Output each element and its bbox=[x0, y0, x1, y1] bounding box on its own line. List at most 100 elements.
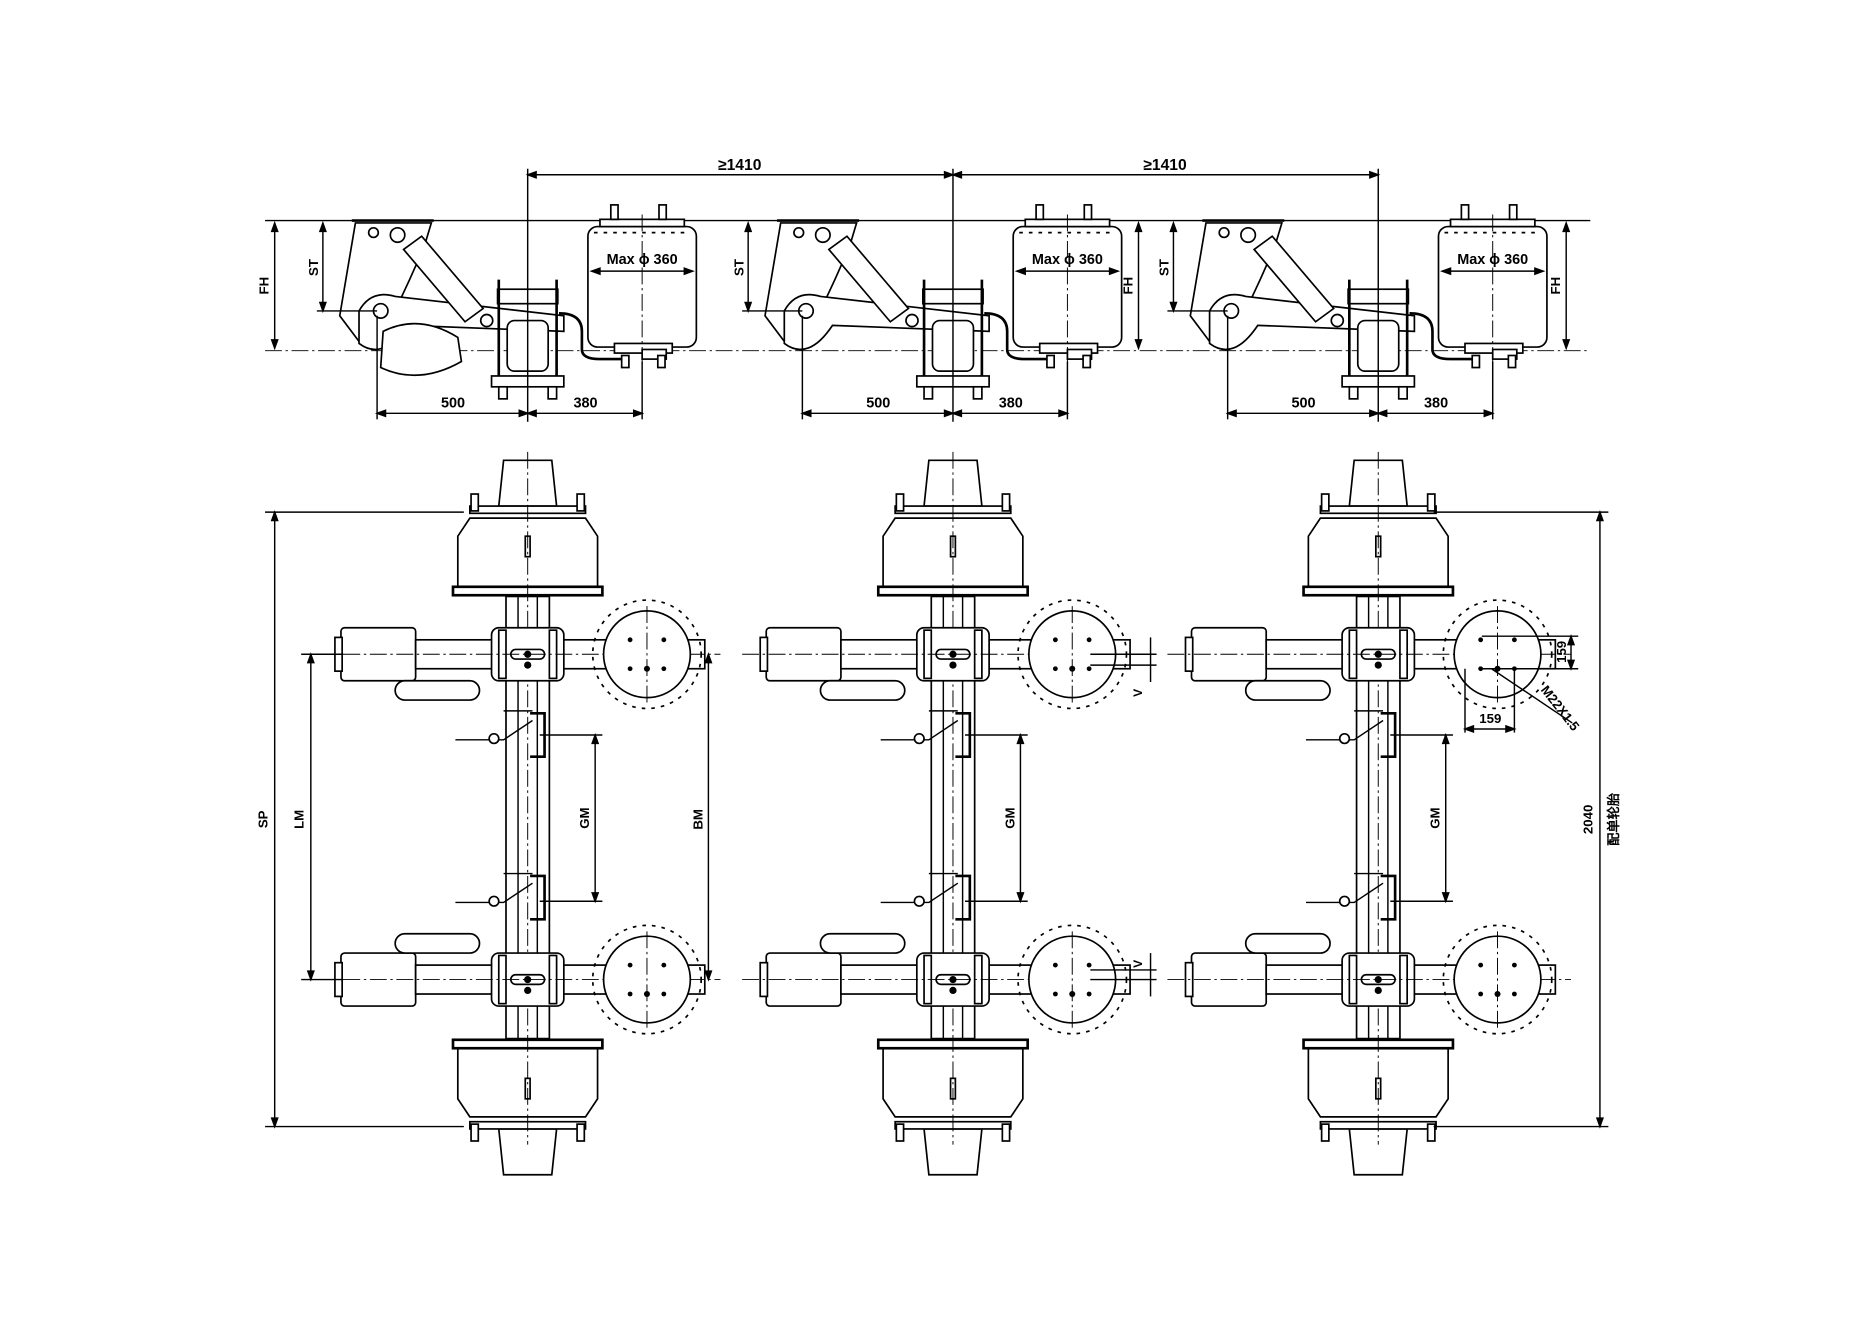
arrow-icon bbox=[1369, 409, 1381, 418]
arrow-icon bbox=[1441, 732, 1450, 745]
arrow-icon bbox=[1562, 339, 1571, 351]
nut-icon bbox=[1471, 354, 1481, 369]
arrow-icon bbox=[1225, 409, 1237, 418]
bolt-icon bbox=[913, 895, 925, 907]
brake-chamber bbox=[379, 322, 463, 377]
bolt-hole-icon bbox=[1478, 666, 1484, 672]
beam-assembly-lower bbox=[1167, 924, 1572, 1035]
air-fitting-icon bbox=[1035, 204, 1045, 221]
nut-icon bbox=[1348, 385, 1359, 400]
nut-icon bbox=[497, 385, 509, 400]
arrow-icon bbox=[591, 892, 600, 904]
arrow-icon bbox=[270, 1117, 279, 1129]
nut-icon bbox=[1507, 354, 1517, 369]
bolt-hole-icon bbox=[661, 666, 667, 672]
bolt-icon bbox=[524, 650, 532, 658]
arrow-icon bbox=[589, 267, 601, 276]
brake-cylinder bbox=[394, 679, 481, 701]
arrow-icon bbox=[950, 170, 963, 179]
beam-assembly-upper bbox=[742, 599, 1146, 710]
beam-assembly-upper bbox=[316, 599, 721, 710]
arrow-icon bbox=[525, 170, 537, 179]
bolt-icon bbox=[1374, 650, 1382, 658]
bolt-icon bbox=[389, 226, 406, 244]
slack-adjuster bbox=[455, 719, 533, 741]
arrow-icon bbox=[374, 409, 387, 418]
arrow-icon bbox=[950, 409, 963, 418]
arrow-icon bbox=[1566, 634, 1576, 646]
bolt-hole-icon bbox=[1052, 666, 1058, 672]
bolt-pitch-label-v: 159 bbox=[1554, 641, 1569, 663]
brake-cylinder bbox=[394, 932, 481, 954]
spring-diameter-label: Max ϕ 360 bbox=[607, 252, 678, 268]
hub-bottom bbox=[451, 1038, 604, 1176]
shock-absorber bbox=[402, 235, 485, 323]
bolt-icon bbox=[949, 975, 957, 984]
arrow-icon bbox=[270, 339, 279, 351]
arrow-icon bbox=[1483, 409, 1495, 418]
arrow-icon bbox=[1562, 220, 1571, 233]
spring-outline bbox=[1442, 924, 1553, 1035]
arrow-icon bbox=[1169, 301, 1178, 314]
slack-adjuster bbox=[1305, 719, 1384, 741]
beam-assembly-upper bbox=[1167, 599, 1572, 710]
rear-offset-label: 380 bbox=[999, 395, 1023, 411]
v-label: V bbox=[1131, 689, 1145, 697]
camshaft-bracket bbox=[455, 872, 546, 921]
nut-icon bbox=[547, 385, 558, 400]
arrow-icon bbox=[943, 170, 956, 179]
bolt-hole-icon bbox=[627, 962, 633, 968]
arrow-icon bbox=[318, 301, 327, 314]
spacing-label-2: ≥1410 bbox=[1143, 157, 1187, 174]
air-fitting-icon bbox=[1083, 204, 1093, 221]
camshaft-bracket bbox=[880, 872, 972, 921]
shock-absorber bbox=[1252, 235, 1335, 323]
arrow-icon bbox=[1108, 267, 1121, 276]
bolt-hole-icon bbox=[1086, 637, 1092, 643]
wheel-stud-icon bbox=[1426, 1123, 1436, 1142]
nut-icon bbox=[1046, 354, 1056, 369]
arrow-icon bbox=[704, 970, 713, 982]
bolt-hole-icon bbox=[1086, 666, 1092, 672]
arrow-icon bbox=[1369, 170, 1381, 179]
arrow-icon bbox=[744, 220, 753, 233]
bolt-hole-icon bbox=[627, 637, 633, 643]
slack-adjuster bbox=[880, 719, 959, 741]
air-fitting-icon bbox=[658, 204, 668, 221]
bolt-hole-icon bbox=[1478, 991, 1484, 997]
bolt-icon bbox=[949, 650, 957, 658]
spring-outline bbox=[1442, 599, 1553, 710]
bolt-hole-icon bbox=[1511, 637, 1517, 643]
arrow-icon bbox=[270, 509, 279, 522]
tire-note-label: 配单轮胎 bbox=[1605, 792, 1621, 846]
brake-cylinder bbox=[1244, 679, 1331, 701]
spring-diameter-label: Max ϕ 360 bbox=[1032, 252, 1103, 268]
arrow-icon bbox=[306, 970, 315, 982]
arrow-icon bbox=[1595, 1117, 1604, 1129]
wheel-stud-icon bbox=[470, 493, 480, 512]
nut-icon bbox=[1082, 354, 1092, 369]
arrow-icon bbox=[800, 409, 812, 418]
arrow-icon bbox=[1014, 267, 1026, 276]
bolt-icon bbox=[1338, 732, 1351, 745]
bolt-hole-icon bbox=[661, 962, 667, 968]
trailing-arm bbox=[358, 293, 565, 351]
nut-icon bbox=[1397, 385, 1409, 400]
spring-outline bbox=[591, 599, 703, 710]
arrow-icon bbox=[1169, 220, 1178, 233]
arrow-icon bbox=[518, 409, 530, 418]
gm-label: GM bbox=[577, 807, 592, 828]
wheel-stud-icon bbox=[895, 493, 905, 512]
bolt-hole-icon bbox=[1052, 962, 1058, 968]
nut-icon bbox=[656, 354, 666, 369]
gm-label: GM bbox=[1002, 807, 1017, 828]
brake-cylinder bbox=[819, 932, 906, 954]
plan-unit-1: GM bbox=[316, 451, 721, 1176]
gm-label: GM bbox=[1428, 807, 1443, 828]
arrow-icon bbox=[1016, 732, 1025, 745]
